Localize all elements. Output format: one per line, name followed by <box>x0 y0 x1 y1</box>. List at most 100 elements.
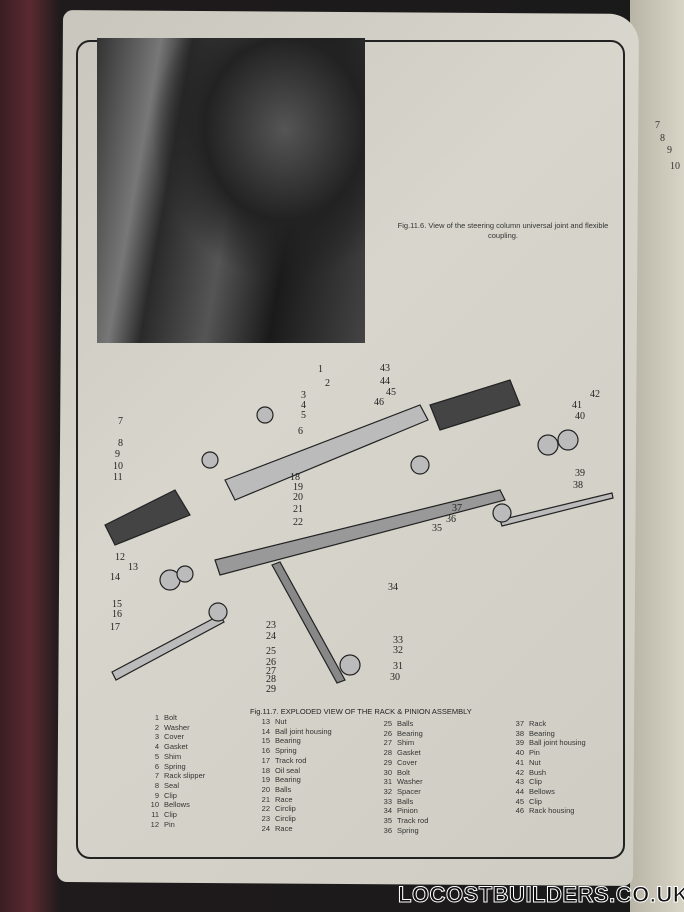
part-number: 4 <box>154 742 159 752</box>
callout-26: 26 <box>266 657 276 668</box>
part-name: Nut <box>275 717 287 726</box>
part-name: Track rod <box>397 816 429 826</box>
part-number: 21 <box>261 794 270 804</box>
part-name: Washer <box>164 722 190 732</box>
part-number: 17 <box>261 755 270 765</box>
part-name: Balls <box>397 796 414 806</box>
part-number: 6 <box>154 761 159 771</box>
part-number: 40 <box>515 748 524 758</box>
adjacent-page-callout: 10 <box>670 161 680 172</box>
callout-25: 25 <box>266 646 276 657</box>
parts-list-item: 22 Circlip <box>256 804 332 814</box>
part-name: Oil seal <box>275 765 301 775</box>
callout-39: 39 <box>575 468 585 479</box>
callout-46: 46 <box>374 397 384 408</box>
callout-36: 36 <box>446 514 456 525</box>
part-name: Washer <box>397 777 423 787</box>
callout-45: 45 <box>386 387 396 398</box>
part-number: 8 <box>154 780 159 790</box>
part-number: 15 <box>261 736 270 746</box>
part-name: Bearing <box>397 728 423 738</box>
callout-11: 11 <box>113 472 123 483</box>
callout-37: 37 <box>452 503 462 514</box>
part-number: 22 <box>261 804 270 814</box>
part-name: Balls <box>397 719 414 728</box>
callout-29: 29 <box>266 684 276 695</box>
part-name: Circlip <box>275 814 296 824</box>
callout-19: 19 <box>293 482 303 493</box>
part-name: Rack housing <box>529 806 575 816</box>
part-name: Bearing <box>529 728 555 738</box>
adjacent-page-callout: 9 <box>667 145 672 156</box>
part-number: 33 <box>383 796 392 806</box>
parts-list-item: 33 Balls <box>378 797 428 807</box>
part-name: Ball joint housing <box>529 738 586 748</box>
callout-4: 4 <box>301 400 306 411</box>
callout-35: 35 <box>432 523 442 534</box>
part-name: Seal <box>164 780 180 790</box>
callout-23: 23 <box>266 620 276 631</box>
callout-24: 24 <box>266 631 276 642</box>
part-name: Race <box>275 794 293 804</box>
part-number: 1 <box>154 713 159 722</box>
diagram-caption: Fig.11.7. EXPLODED VIEW OF THE RACK & PI… <box>250 707 472 716</box>
bellows-right <box>429 379 521 431</box>
part-name: Bellows <box>164 800 190 810</box>
part-name: Circlip <box>275 804 296 814</box>
part-name: Gasket <box>164 742 188 752</box>
callout-33: 33 <box>393 635 403 646</box>
callout-20: 20 <box>293 492 303 503</box>
parts-list-item: 15 Bearing <box>256 736 332 746</box>
part-number: 12 <box>150 819 159 829</box>
adjacent-page-callout: 8 <box>660 133 665 144</box>
part-name: Bearing <box>275 736 301 746</box>
part-name: Pin <box>164 819 175 829</box>
callout-30: 30 <box>390 672 400 683</box>
part-name: Nut <box>529 757 541 767</box>
part-name: Clip <box>529 796 542 806</box>
callout-42: 42 <box>590 389 600 400</box>
part-number: 42 <box>515 767 524 777</box>
callout-10: 10 <box>113 461 123 472</box>
callout-9: 9 <box>115 449 120 460</box>
part-number: 36 <box>383 825 392 835</box>
parts-list-item: 12 Pin <box>145 820 205 830</box>
parts-list-item: 14 Ball joint housing <box>256 727 332 737</box>
bellows-left <box>104 489 191 546</box>
callout-15: 15 <box>112 599 122 610</box>
callout-12: 12 <box>115 552 125 563</box>
part-number: 14 <box>261 726 270 736</box>
part-number: 28 <box>383 748 392 758</box>
callout-8: 8 <box>118 438 123 449</box>
adjacent-page-callout: 7 <box>655 120 660 131</box>
part-name: Ball joint housing <box>275 726 332 736</box>
track-rod-left <box>111 614 225 681</box>
